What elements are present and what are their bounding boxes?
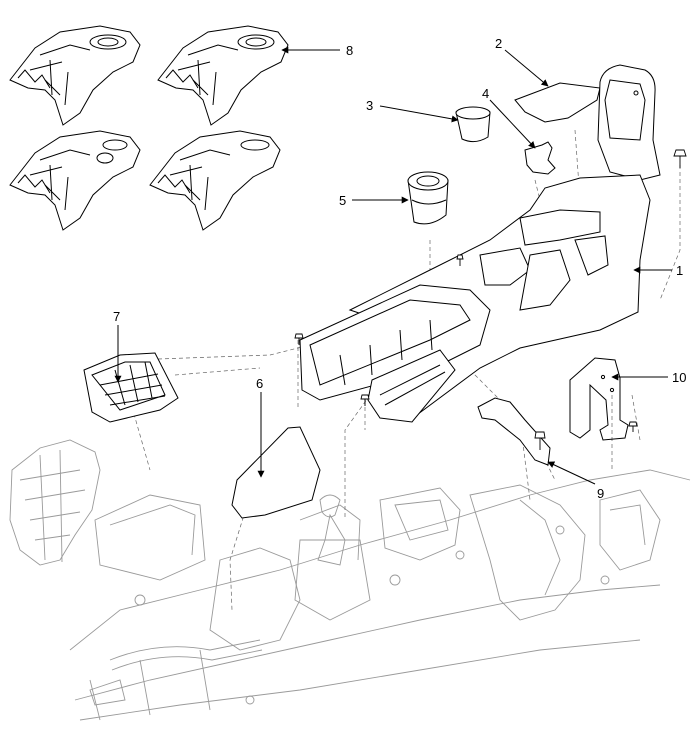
part-8-panel-variant-c bbox=[9, 130, 141, 231]
callout-2: 2 bbox=[495, 36, 502, 51]
lower-console-frame bbox=[299, 284, 491, 423]
part-7-storage-box bbox=[83, 352, 179, 423]
part-10-rear-bracket bbox=[569, 357, 629, 441]
part-8-panel-variant-b bbox=[157, 25, 289, 126]
callout-1: 1 bbox=[676, 263, 683, 278]
part-2-armrest-pad bbox=[514, 82, 601, 123]
leader-4 bbox=[489, 99, 536, 149]
callout-3: 3 bbox=[366, 98, 373, 113]
callout-leaders bbox=[114, 46, 672, 485]
callout-labels: 1 2 3 4 5 6 7 8 9 10 bbox=[113, 36, 686, 501]
part-5-cup-holder bbox=[407, 171, 449, 225]
fastener-screws bbox=[294, 149, 687, 450]
part-3-cup-insert bbox=[455, 106, 491, 143]
callout-4: 4 bbox=[482, 86, 489, 101]
part-8-panel-variant-a bbox=[9, 25, 141, 126]
callout-10: 10 bbox=[672, 370, 686, 385]
part-9-bracket bbox=[477, 397, 551, 466]
callout-7: 7 bbox=[113, 309, 120, 324]
callout-5: 5 bbox=[339, 193, 346, 208]
vehicle-floor-ghost bbox=[9, 439, 691, 721]
leader-3 bbox=[379, 105, 459, 123]
part-4-clip bbox=[524, 141, 556, 175]
leader-9 bbox=[547, 461, 596, 485]
leader-2 bbox=[504, 49, 549, 87]
part-6-shift-cover bbox=[231, 426, 321, 519]
callout-6: 6 bbox=[256, 376, 263, 391]
callout-9: 9 bbox=[597, 486, 604, 501]
part-8-panel-variant-d bbox=[149, 130, 281, 231]
callout-8: 8 bbox=[346, 43, 353, 58]
